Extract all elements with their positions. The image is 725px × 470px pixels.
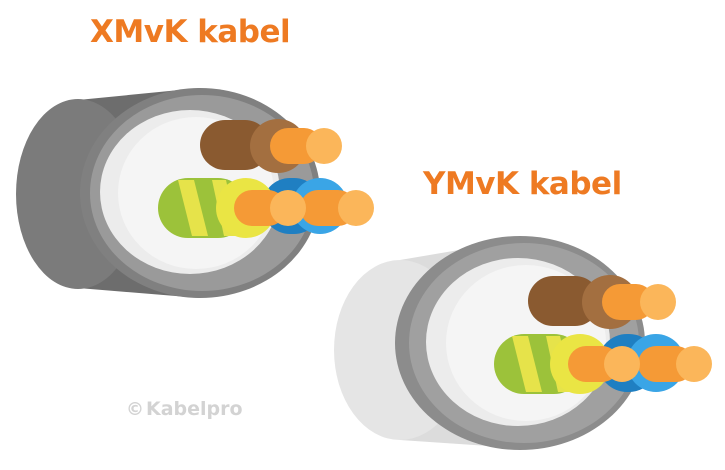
copyright-icon: © [126,399,144,420]
ymvk-brown-core [528,275,676,329]
kabelpro-watermark: ©Kabelpro [126,398,243,420]
ymvk-title: YMvK kabel [423,166,622,202]
xmvk-title: XMvK kabel [90,14,291,50]
xmvk-green-yellow-core [158,178,306,238]
watermark-text: Kabelpro [146,398,243,420]
xmvk-brown-core [200,119,342,173]
ymvk-green-yellow-core [494,334,640,394]
